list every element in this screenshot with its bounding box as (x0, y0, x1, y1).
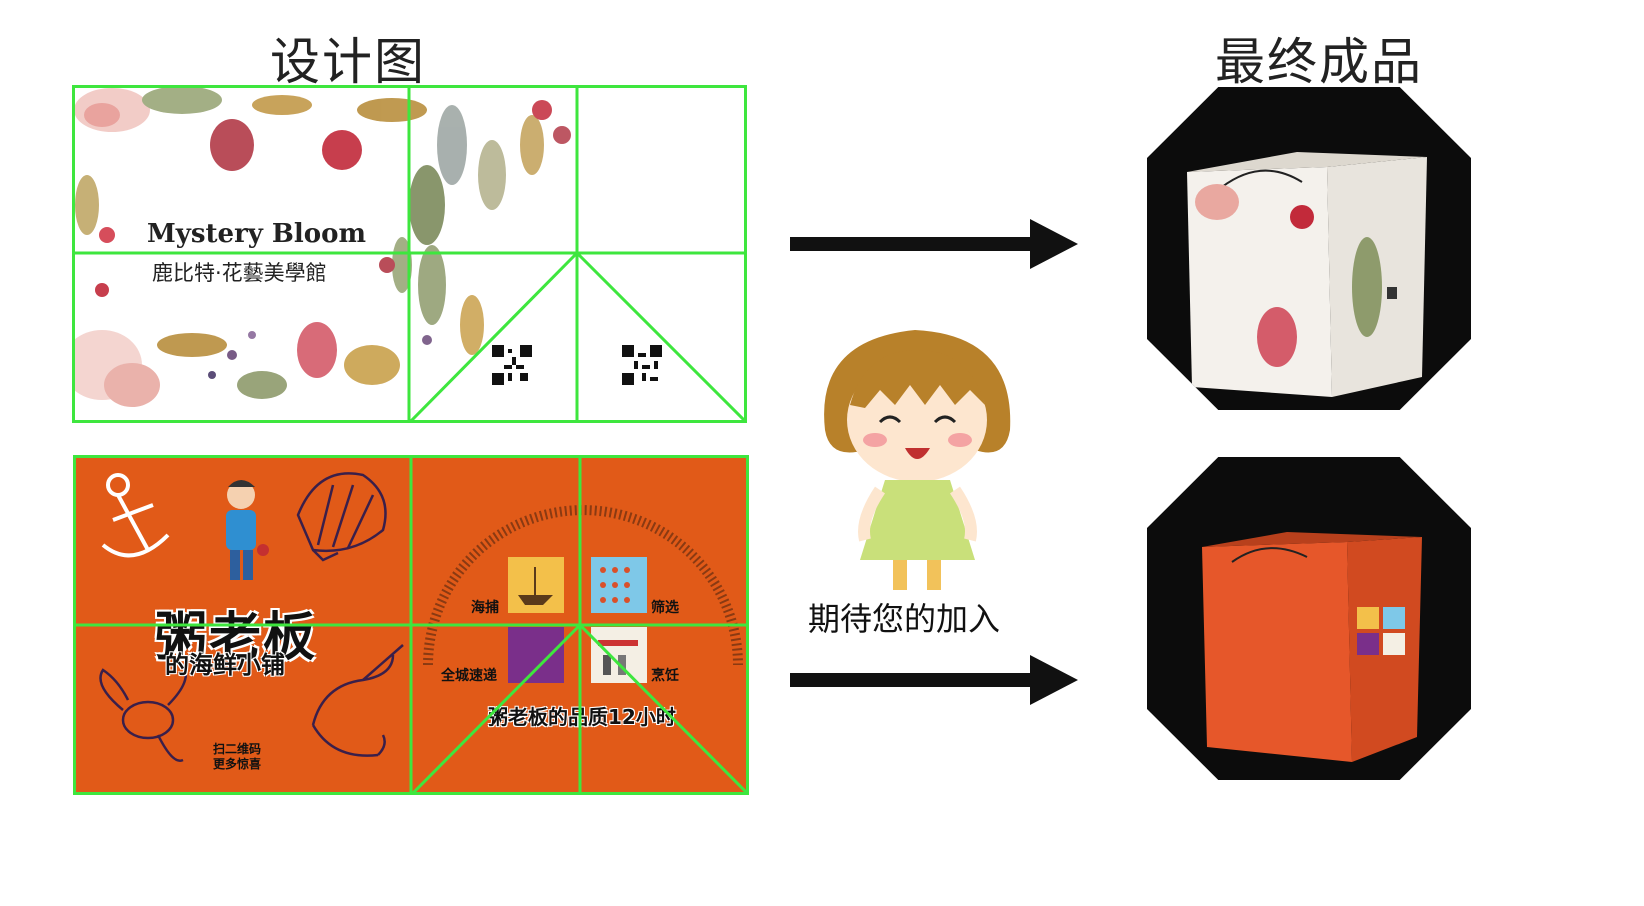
floral-bag-shape (1187, 152, 1427, 397)
seafood-illustration (99, 472, 743, 762)
girl-mascot (824, 330, 1011, 590)
seafood-slogan: 粥老板的品质12小时 (488, 705, 676, 729)
step-label-4: 烹饪 (651, 668, 679, 684)
scan-text: 扫二维码 更多惊喜 (213, 742, 262, 771)
ship-icon (518, 567, 553, 605)
floral-brand-en: Mystery Bloom (147, 219, 366, 249)
shrimp-icon (311, 644, 404, 757)
fold-guide-lines (72, 85, 747, 423)
step-label-2: 筛选 (651, 600, 679, 616)
qr-code-icon (492, 345, 532, 385)
boy-figure (226, 480, 269, 580)
lobster-icon (99, 664, 188, 762)
seafood-bag-photo (1147, 457, 1471, 780)
seafood-bag-shape (1202, 532, 1422, 762)
floral-design-panel: Mystery Bloom 鹿比特·花藝美學館 (72, 85, 747, 423)
arrow-right-icon (790, 219, 1078, 269)
mascot-caption: 期待您的加入 (808, 600, 1001, 638)
seafood-brand-main: 粥老板 (155, 608, 318, 668)
step-label-1: 海捕 (471, 600, 499, 616)
arrow-right-icon (790, 655, 1078, 705)
anchor-icon (101, 473, 170, 558)
fold-guide-lines (73, 455, 749, 795)
seafood-brand-sub: 的海鲜小铺 (165, 651, 285, 679)
floral-brand-cn: 鹿比特·花藝美學館 (152, 261, 327, 285)
seafood-design-panel: 粥老板 的海鲜小铺 海捕 筛选 全城速递 烹饪 粥老板的品质12小时 扫二维码 … (73, 455, 749, 795)
step-label-3: 全城速递 (441, 668, 497, 684)
chef-icon (598, 640, 638, 675)
scallop-shell-icon (296, 472, 387, 562)
floral-bag-photo (1147, 87, 1471, 410)
floral-illustration (72, 86, 571, 407)
qr-code-icon (622, 345, 662, 385)
final-heading: 最终成品 (1215, 33, 1423, 91)
design-heading: 设计图 (270, 33, 426, 91)
